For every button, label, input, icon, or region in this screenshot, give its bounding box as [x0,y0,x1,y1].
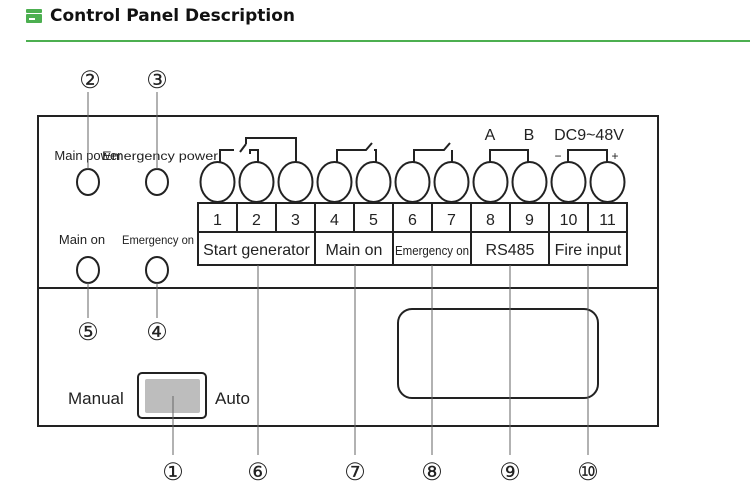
group-callouts: ⑥ ⑦ ⑧ ⑨ ⑩ [247,265,599,486]
plus-label: + [611,149,618,163]
manual-label: Manual [68,389,124,408]
terminal-group-row: Start generator Main on Emergency on RS485 F… [197,231,628,266]
power-range-label: DC9~48V [554,127,624,144]
terminal-number: 9 [525,212,534,229]
terminal-group-label: Fire input [555,242,622,259]
terminal-screw-11 [589,161,626,203]
wiring-symbols [219,137,608,162]
terminal-screw-4 [316,161,353,203]
callout-5: ⑤ [77,319,99,346]
terminal-number: 6 [408,212,417,229]
terminal-group-label: Emergency on [395,243,469,258]
auto-label: Auto [215,389,250,408]
terminal-number: 4 [330,212,339,229]
terminal-number-row: 1 2 3 4 5 6 7 8 9 10 11 [197,202,628,233]
header-divider [26,40,750,42]
rs485-b-label: B [524,127,535,144]
svg-text:③: ③ [146,67,168,94]
led-main-on: Main on [59,232,105,284]
terminal-number: 10 [560,212,578,229]
callout-4: ④ [146,319,168,346]
svg-text:①: ① [162,459,184,486]
minus-label: − [554,149,561,163]
callout-group-0: ⑥ [247,459,269,486]
terminal-group-label: Start generator [203,242,310,259]
rs485-a-label: A [485,127,496,144]
section-header: Control Panel Description [26,6,295,26]
terminal-screw-9 [511,161,548,203]
svg-text:Main on: Main on [59,232,105,247]
terminal-number: 5 [369,212,378,229]
terminal-screw-10 [550,161,587,203]
callout-group-4: ⑩ [577,459,599,486]
svg-text:⑤: ⑤ [77,319,99,346]
panel-outline [37,115,659,427]
mode-switch[interactable] [137,372,207,419]
terminal-screw-1 [199,161,236,203]
led-emergency-on: Emergency on [122,233,194,284]
terminal-screw-2 [238,161,275,203]
terminal-screw-8 [472,161,509,203]
callout-group-2: ⑧ [421,459,443,486]
svg-text:Emergency power: Emergency power [102,151,218,163]
terminal-number: 2 [252,212,261,229]
terminal-number: 8 [486,212,495,229]
terminal-number: 3 [291,212,300,229]
terminal-screws [199,161,626,203]
terminal-group-label: Main on [326,242,383,259]
svg-text:②: ② [79,67,101,94]
terminal-screw-6 [394,161,431,203]
terminal-screw-7 [433,161,470,203]
terminal-number: 1 [213,212,222,229]
svg-text:④: ④ [146,319,168,346]
callout-group-3: ⑨ [499,459,521,486]
callout-2: ② [79,67,101,94]
panel-icon [26,9,42,23]
callout-group-1: ⑦ [344,459,366,486]
terminal-number: 11 [599,212,616,229]
svg-text:Emergency on: Emergency on [122,233,194,247]
terminal-number: 7 [447,212,456,229]
callout-1: ① [162,459,184,486]
terminal-screw-5 [355,161,392,203]
display-window [397,308,599,399]
terminal-group-label: RS485 [486,242,535,259]
callout-3: ③ [146,67,168,94]
page-title: Control Panel Description [50,6,295,26]
terminal-screw-3 [277,161,314,203]
